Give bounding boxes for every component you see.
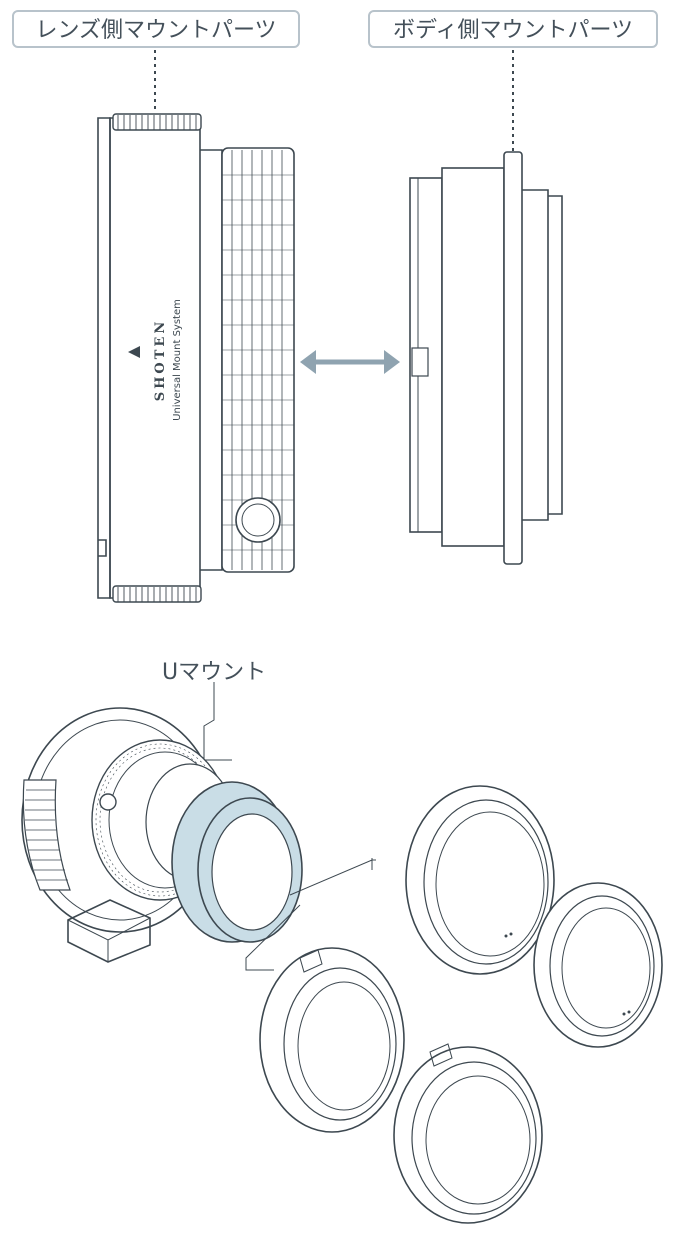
mount-ring-left bbox=[259, 947, 405, 1133]
mount-ring-top bbox=[405, 785, 555, 975]
u-mount-label: Uマウント bbox=[162, 660, 267, 685]
brand-subtitle: Universal Mount System bbox=[172, 299, 183, 421]
brand-mark: SHOTEN Universal Mount System bbox=[153, 299, 183, 421]
body-side-mount-label: ボディ側マウントパーツ bbox=[368, 10, 658, 48]
lock-button-icon bbox=[235, 497, 281, 543]
mount-ring-bottom bbox=[393, 1043, 543, 1224]
lens-side-mount-label: レンズ側マウントパーツ bbox=[12, 10, 300, 48]
body-side-mount-part bbox=[409, 151, 563, 565]
lens-side-mount-part bbox=[97, 113, 295, 603]
mount-ring-right bbox=[533, 882, 663, 1048]
brand-logo-icon bbox=[128, 346, 140, 358]
double-arrow-icon bbox=[300, 350, 400, 374]
u-mount-ring bbox=[171, 781, 303, 943]
brand-name: SHOTEN bbox=[153, 319, 168, 401]
